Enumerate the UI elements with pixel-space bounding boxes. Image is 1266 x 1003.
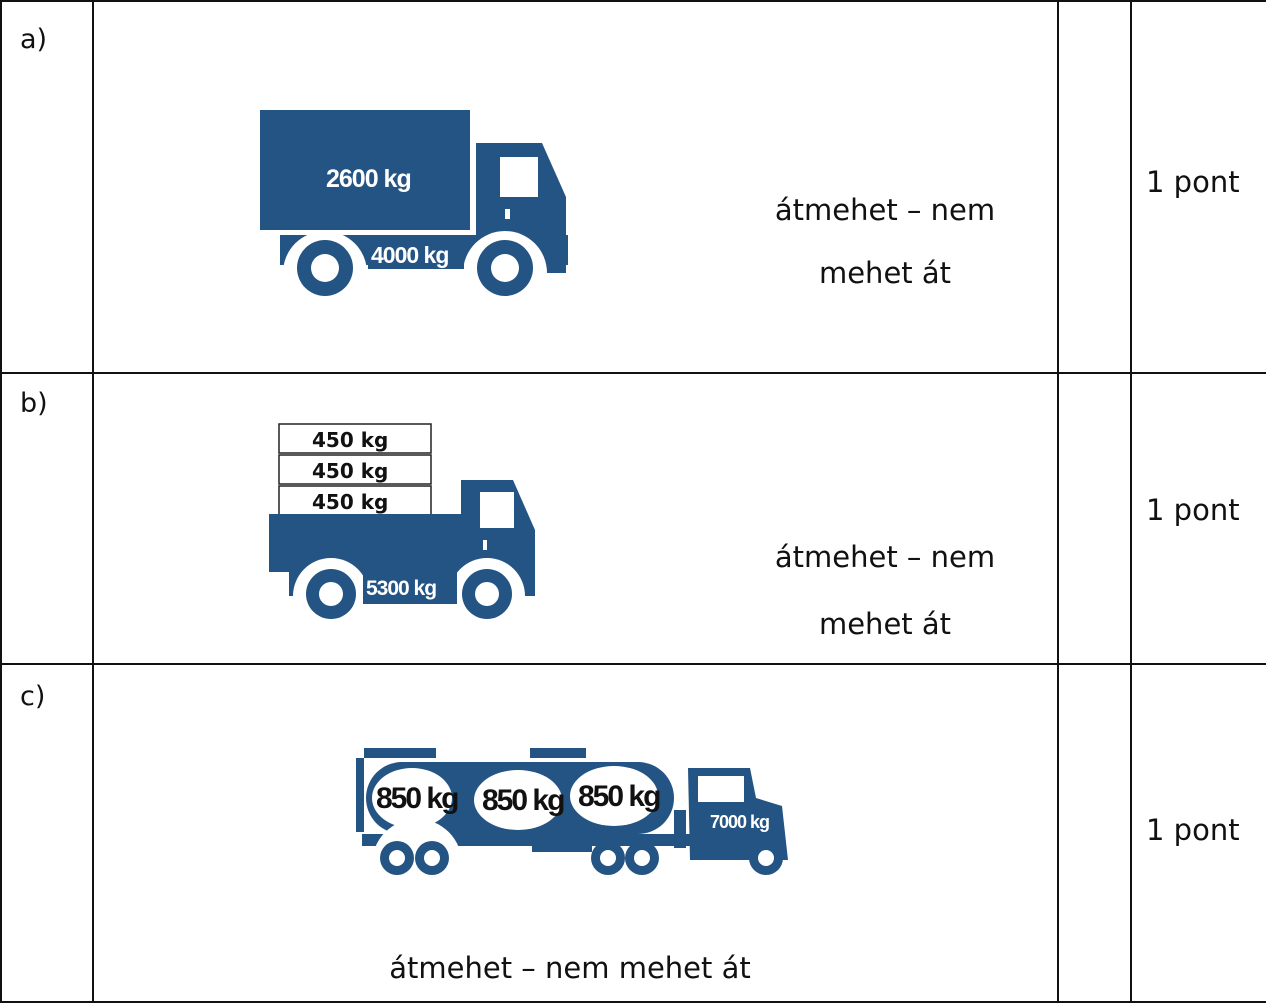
col-divider-points xyxy=(1130,0,1132,1003)
row-b-label: b) xyxy=(20,388,48,419)
box-weight-label: 450 kg xyxy=(312,490,388,514)
row-b-points: 1 pont xyxy=(1146,493,1240,527)
row-c-answer: átmehet – nem mehet át xyxy=(389,951,751,985)
cab-weight-label: 7000 kg xyxy=(710,812,769,832)
table-border-left xyxy=(0,0,2,1003)
chassis-weight-label: 5300 kg xyxy=(366,577,436,600)
row-a-answer-line2: mehet át xyxy=(818,256,952,290)
flatbed-truck-illustration: 450 kg 450 kg 450 kg 5300 kg xyxy=(269,423,535,619)
col-divider-content xyxy=(1057,0,1059,1003)
row-divider-bc xyxy=(0,663,1266,665)
chassis-weight-label: 4000 kg xyxy=(371,242,448,268)
row-c-label: c) xyxy=(20,681,46,712)
table-border-bottom xyxy=(0,1001,1266,1003)
tanker-truck-illustration: 850 kg 850 kg 850 kg 7000 kg xyxy=(356,748,788,875)
row-divider-ab xyxy=(0,372,1266,374)
row-c-points: 1 pont xyxy=(1146,813,1240,847)
row-a-answer: átmehet – nem mehet át xyxy=(760,196,1010,288)
tank-weight-label: 850 kg xyxy=(376,782,458,815)
row-a-points: 1 pont xyxy=(1146,165,1240,199)
tank-weight-label: 850 kg xyxy=(482,784,564,817)
stacked-boxes: 450 kg 450 kg 450 kg xyxy=(278,423,432,516)
box-weight-label: 450 kg xyxy=(312,459,388,483)
col-divider-label xyxy=(92,0,94,1003)
box-weight-label: 450 kg xyxy=(312,428,388,452)
row-b-answer: átmehet – nem mehet át xyxy=(760,543,1010,639)
box-truck-illustration: 2600 kg 4000 kg xyxy=(260,110,568,296)
row-b-answer-line2: mehet át xyxy=(818,607,952,641)
table-border-top xyxy=(0,0,1266,2)
cargo-weight-label: 2600 kg xyxy=(326,165,411,193)
row-a-label: a) xyxy=(20,24,48,55)
row-a-answer-line1: átmehet – nem xyxy=(774,193,996,227)
row-b-answer-line1: átmehet – nem xyxy=(774,540,996,574)
tank-weight-label: 850 kg xyxy=(578,780,660,813)
